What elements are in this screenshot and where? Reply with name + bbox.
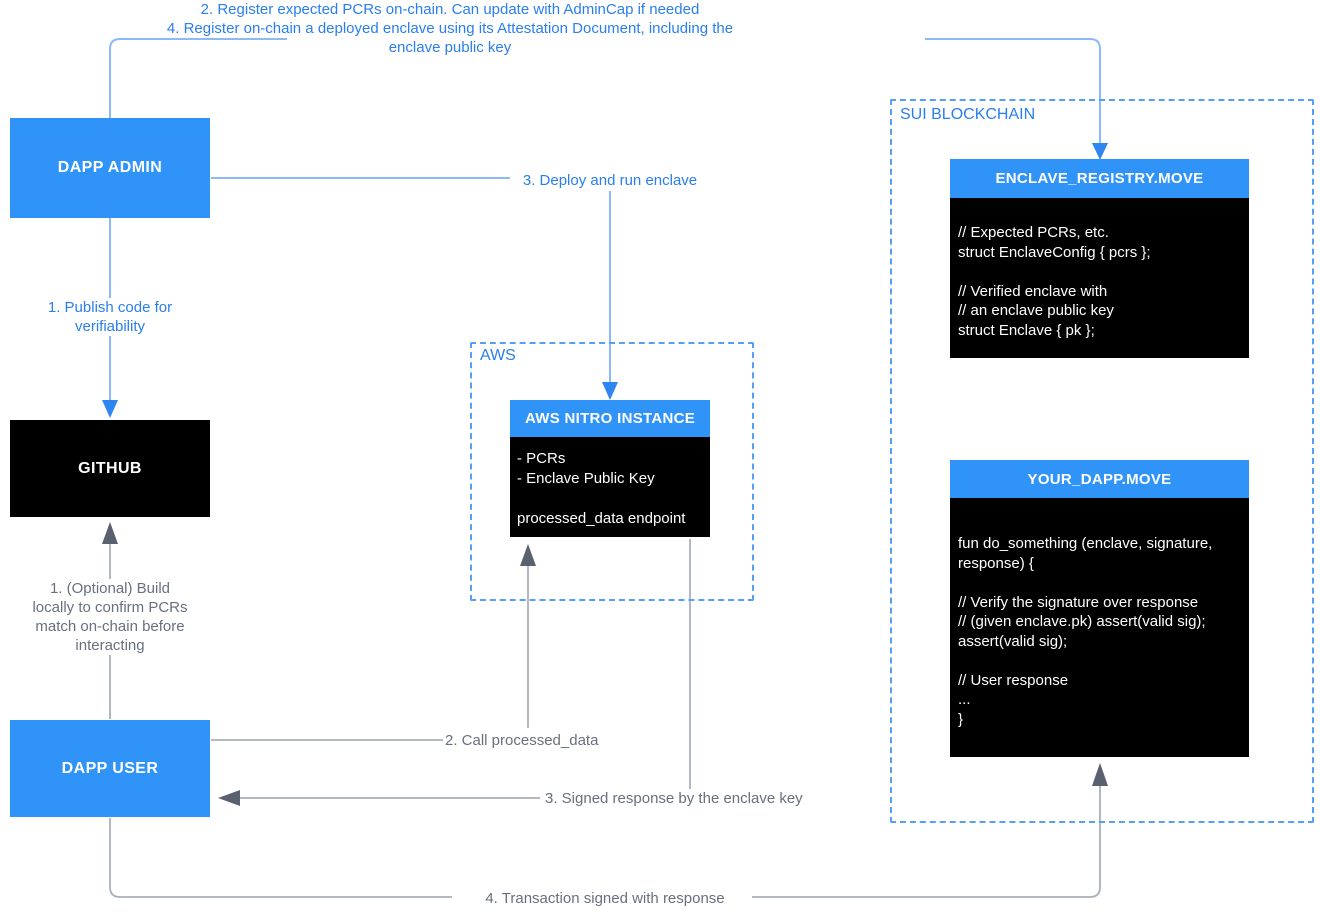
your-dapp-code: fun do_something (enclave, signature, re… xyxy=(950,498,1249,757)
annotation-optional-build: 1. (Optional) Build locally to confirm P… xyxy=(0,579,220,655)
aws-nitro-instance-title: AWS NITRO INSTANCE xyxy=(510,400,710,437)
aws-region-label: AWS xyxy=(480,347,516,364)
enclave-registry-title: ENCLAVE_REGISTRY.MOVE xyxy=(950,159,1249,198)
annotation-publish-code: 1. Publish code for verifiability xyxy=(10,298,210,336)
sui-blockchain-region: SUI BLOCKCHAIN xyxy=(890,99,1314,823)
sui-blockchain-region-label: SUI BLOCKCHAIN xyxy=(900,106,1036,123)
github-label: GITHUB xyxy=(78,459,142,477)
aws-nitro-instance-body: - PCRs - Enclave Public Key processed_da… xyxy=(510,437,710,537)
arrowhead-into-github xyxy=(102,400,118,418)
dapp-user-label: DAPP USER xyxy=(61,759,159,777)
your-dapp-title: YOUR_DAPP.MOVE xyxy=(950,460,1249,498)
top-annotations: 2. Register expected PCRs on-chain. Can … xyxy=(0,0,900,57)
arrowhead-up-github xyxy=(102,522,118,544)
dapp-admin-node: DAPP ADMIN xyxy=(10,118,210,218)
annotation-deploy-enclave: 3. Deploy and run enclave xyxy=(522,172,698,189)
dapp-user-node: DAPP USER xyxy=(10,720,210,817)
annotation-signed-response: 3. Signed response by the enclave key xyxy=(540,789,845,808)
enclave-registry-module: ENCLAVE_REGISTRY.MOVE // Expected PCRs, … xyxy=(950,159,1249,358)
connector-transaction-left xyxy=(109,818,452,898)
aws-nitro-instance-module: AWS NITRO INSTANCE - PCRs - Enclave Publ… xyxy=(510,400,710,537)
annotation-register-enclave: 4. Register on-chain a deployed enclave … xyxy=(166,20,734,56)
annotation-call-processed-data: 2. Call processed_data xyxy=(445,732,599,749)
github-node: GITHUB xyxy=(10,420,210,517)
your-dapp-module: YOUR_DAPP.MOVE fun do_something (enclave… xyxy=(950,460,1249,757)
aws-region: AWS xyxy=(470,342,754,601)
arrowhead-into-dapp-user xyxy=(218,790,240,806)
annotation-transaction-signed: 4. Transaction signed with response xyxy=(485,890,725,907)
annotation-register-pcrs: 2. Register expected PCRs on-chain. Can … xyxy=(200,1,700,18)
dapp-admin-label: DAPP ADMIN xyxy=(57,159,163,176)
enclave-registry-code: // Expected PCRs, etc. struct EnclaveCon… xyxy=(950,198,1249,358)
